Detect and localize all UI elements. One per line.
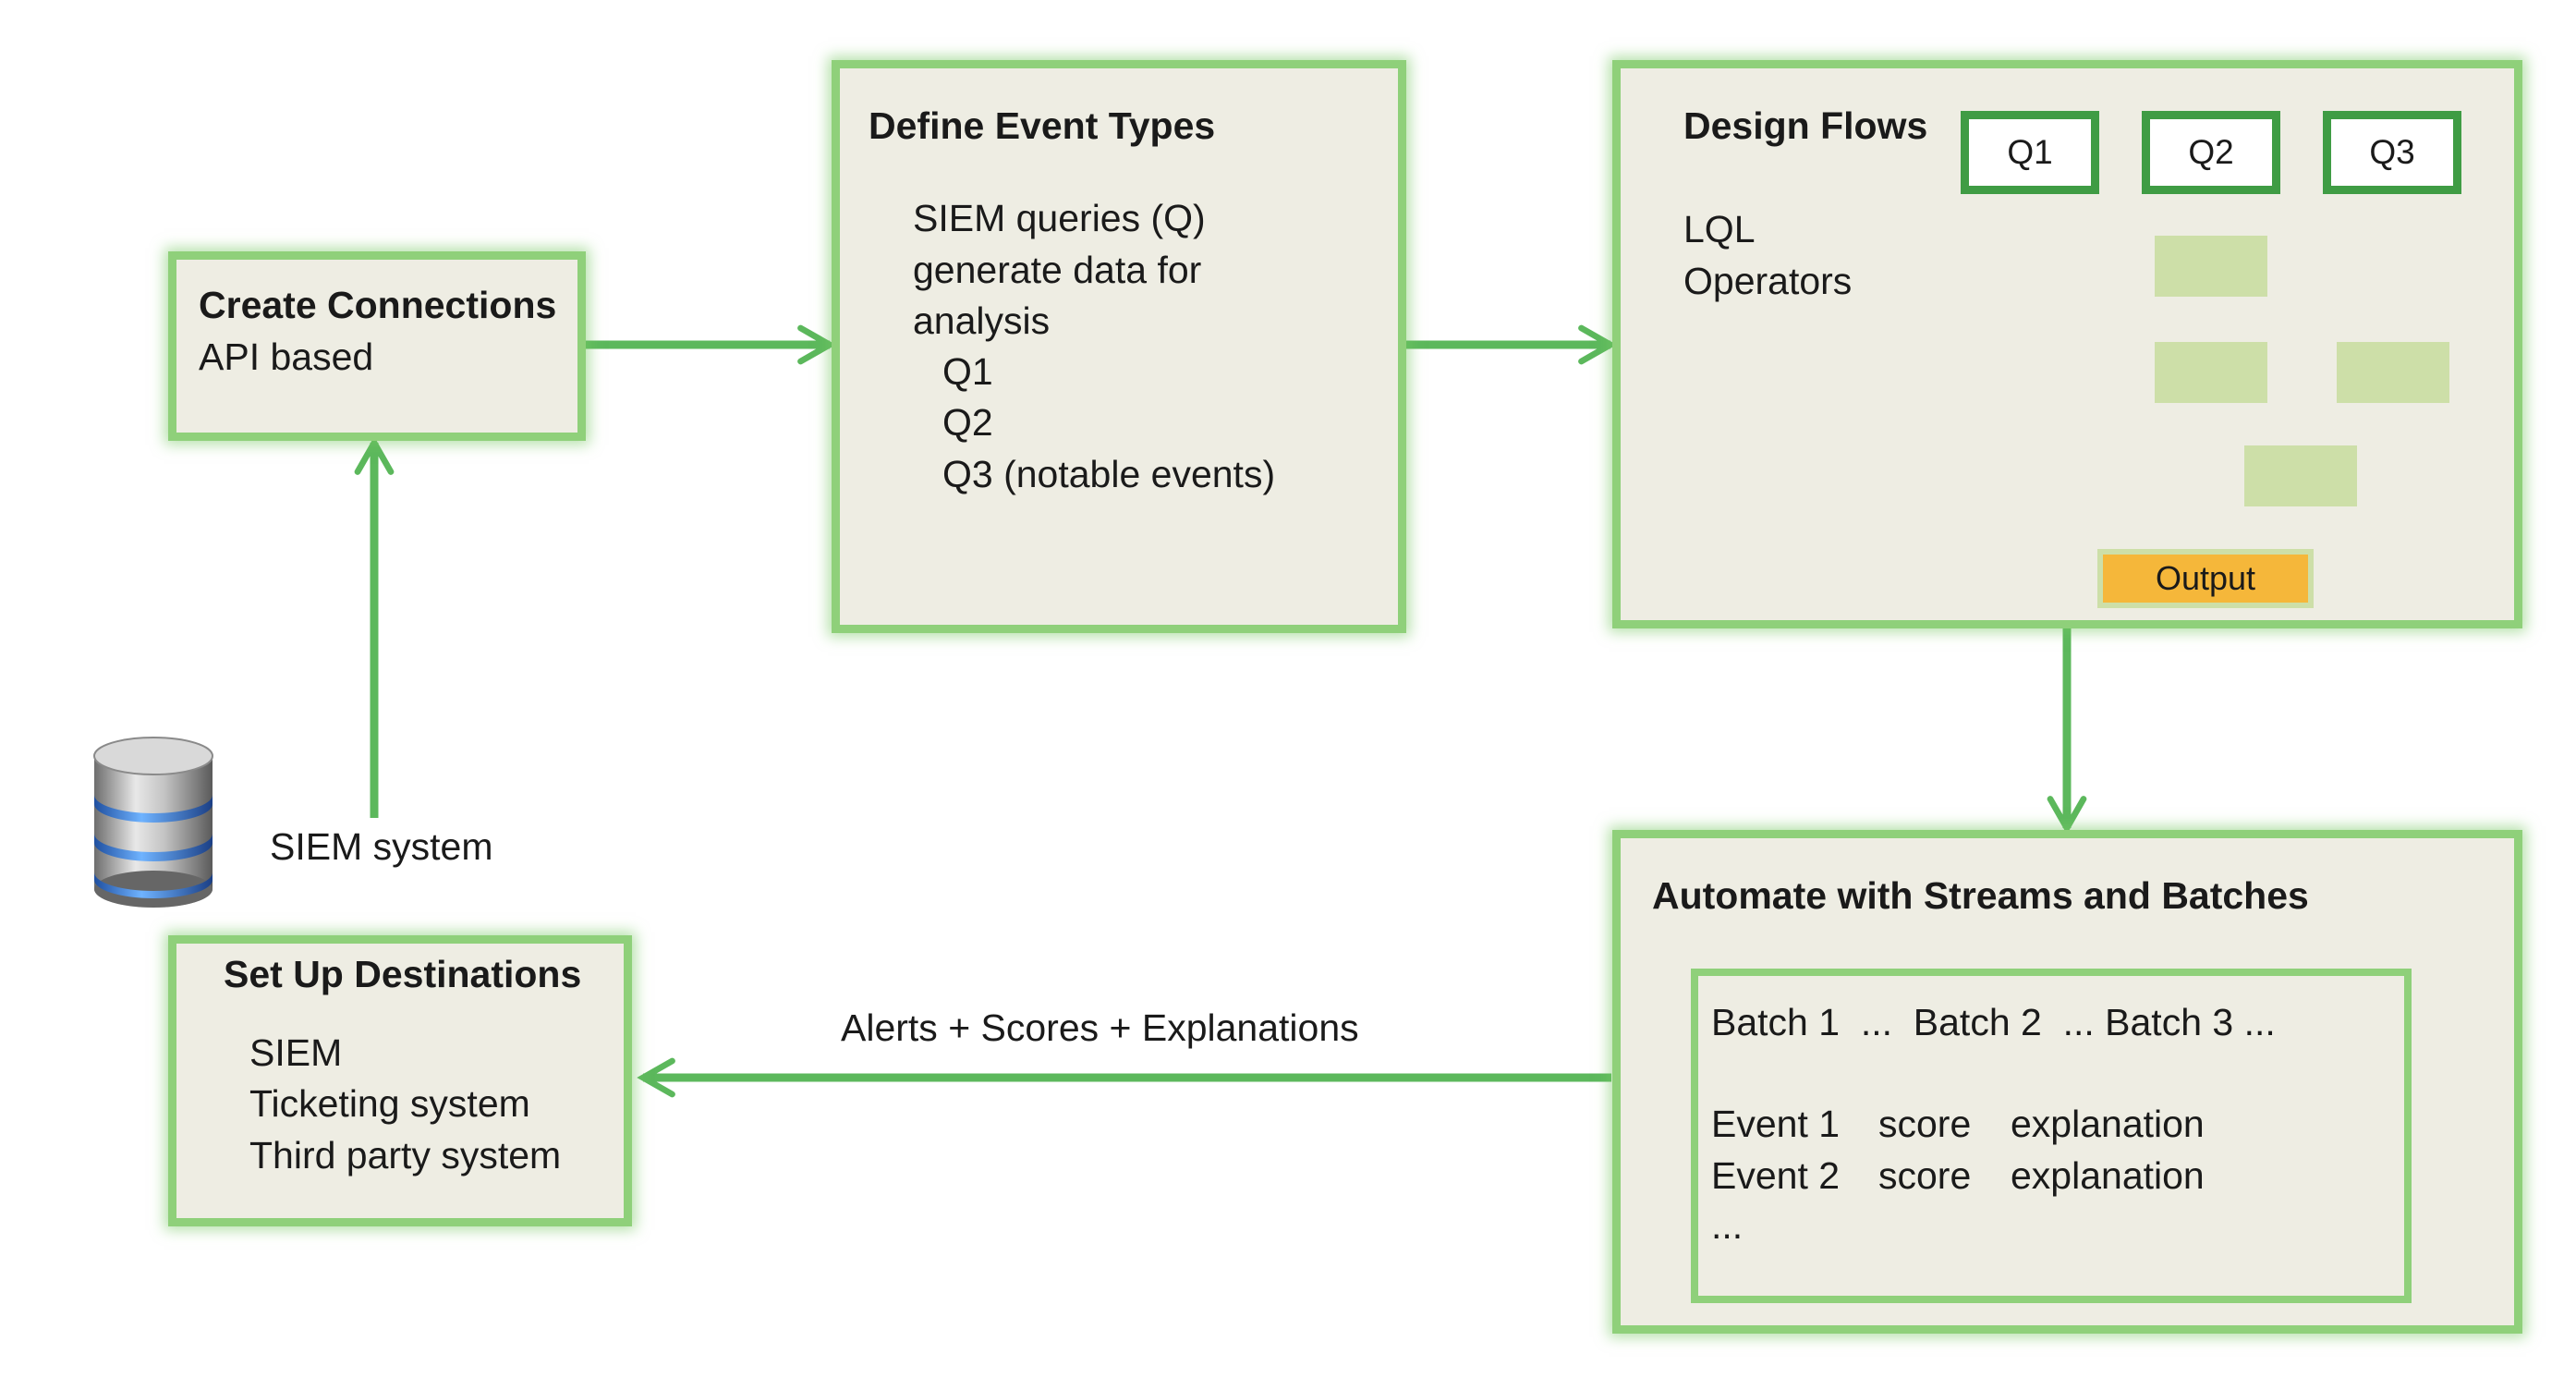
batch-panel xyxy=(1691,969,2412,1303)
alerts-label: Alerts + Scores + Explanations xyxy=(841,1006,1359,1049)
event-label: Event 2 xyxy=(1711,1154,1841,1197)
database-icon xyxy=(93,737,213,908)
design-flows-title: Design Flows xyxy=(1683,104,1928,147)
destinations-box xyxy=(168,935,632,1226)
query-box-q3: Q3 xyxy=(2323,111,2461,194)
design-flows-line-operators: Operators xyxy=(1683,260,1853,302)
query-box-q1: Q1 xyxy=(1961,111,2099,194)
destinations-title: Set Up Destinations xyxy=(224,953,582,995)
event-explanation: explanation xyxy=(2011,1103,2205,1145)
automate-box xyxy=(1612,830,2522,1334)
destination-item: Third party system xyxy=(249,1134,562,1177)
event-label: Event 1 xyxy=(1711,1103,1841,1145)
create-connections-subtitle: API based xyxy=(199,335,374,378)
define-event-types-title: Define Event Types xyxy=(869,104,1216,147)
operator-node xyxy=(2155,342,2267,403)
query-box-q2: Q2 xyxy=(2142,111,2280,194)
destination-item: Ticketing system xyxy=(249,1082,530,1125)
operator-node xyxy=(2244,445,2357,506)
siem-system-label: SIEM system xyxy=(270,825,493,868)
define-event-types-box xyxy=(832,60,1406,633)
event-types-line: generate data for xyxy=(913,249,1202,291)
event-score: score xyxy=(1878,1154,1972,1197)
event-types-query-q2: Q2 xyxy=(942,401,993,444)
event-types-query-q1: Q1 xyxy=(942,350,993,393)
event-types-line: SIEM queries (Q) xyxy=(913,197,1206,239)
create-connections-title: Create Connections xyxy=(199,284,557,326)
events-ellipsis: ... xyxy=(1711,1204,1744,1247)
design-flows-line-lql: LQL xyxy=(1683,208,1756,250)
event-types-line: analysis xyxy=(913,299,1051,342)
destination-item: SIEM xyxy=(249,1031,343,1074)
event-score: score xyxy=(1878,1103,1972,1145)
event-types-query-q3: Q3 (notable events) xyxy=(942,453,1276,495)
output-node: Output xyxy=(2097,549,2314,608)
create-connections-box xyxy=(168,251,586,441)
operator-node xyxy=(2337,342,2449,403)
operator-node xyxy=(2155,236,2267,297)
event-explanation: explanation xyxy=(2011,1154,2205,1197)
batch-line: Batch 1 ... Batch 2 ... Batch 3 ... xyxy=(1711,1001,2276,1043)
automate-title: Automate with Streams and Batches xyxy=(1652,874,2309,917)
